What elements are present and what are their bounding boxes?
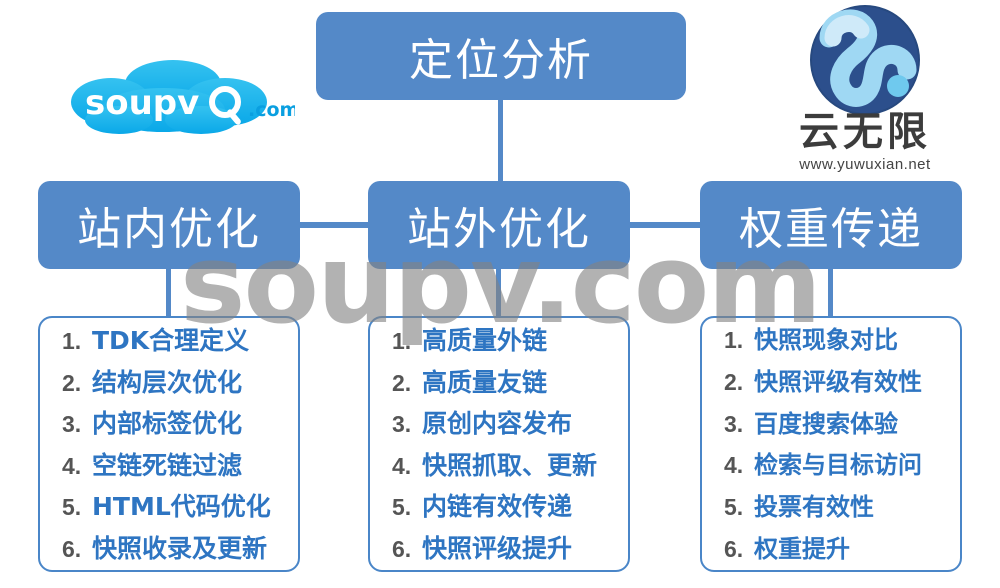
connector-left-to-middle xyxy=(296,222,374,228)
list-item-label: 内部标签优化 xyxy=(92,409,243,439)
yuwuxian-url: www.yuwuxian.net xyxy=(799,156,931,173)
list-item-number: 2. xyxy=(724,368,744,395)
yuwuxian-name: 云无限 xyxy=(799,109,931,155)
list-item[interactable]: 6. 快照评级提升 xyxy=(370,533,628,563)
list-item-number: 5. xyxy=(62,494,82,521)
list-item[interactable]: 2. 高质量友链 xyxy=(370,367,628,397)
list-item-label: 快照收录及更新 xyxy=(92,533,268,563)
list-item-label: 快照现象对比 xyxy=(754,326,898,354)
list-item-number: 2. xyxy=(62,369,82,396)
list-item-number: 5. xyxy=(392,494,412,521)
list-item[interactable]: 5. HTML代码优化 xyxy=(40,492,298,522)
list-item[interactable]: 1. 高质量外链 xyxy=(370,326,628,355)
list-item-label: 快照抓取、更新 xyxy=(422,450,598,480)
list-item[interactable]: 5. 投票有效性 xyxy=(702,493,960,521)
list-item-number: 3. xyxy=(62,411,82,438)
list-item-label: TDK合理定义 xyxy=(92,326,250,355)
connector-middle-to-right xyxy=(626,222,704,228)
list-item-number: 1. xyxy=(62,328,82,354)
connector-title-to-middle xyxy=(498,96,503,186)
list-item-label: 权重提升 xyxy=(754,534,850,563)
category-box-off-site-label: 站外优化 xyxy=(407,205,591,254)
list-item[interactable]: 2. 结构层次优化 xyxy=(40,367,298,397)
list-item-label: 快照评级有效性 xyxy=(754,367,922,396)
connector-cat1-to-list1 xyxy=(166,262,171,320)
list-item-number: 6. xyxy=(392,535,412,562)
list-item-label: 内链有效传递 xyxy=(422,492,573,522)
list-item-label: 原创内容发布 xyxy=(422,409,573,439)
connector-cat3-to-list3 xyxy=(828,262,833,320)
soupv-wordmark: soupv xyxy=(85,83,199,123)
list-item[interactable]: 3. 百度搜索体验 xyxy=(702,409,960,438)
list-item-label: HTML代码优化 xyxy=(92,492,271,522)
list-item-number: 1. xyxy=(392,328,412,354)
list-box-on-site: 1. TDK合理定义 2. 结构层次优化 3. 内部标签优化 4. 空链死链过滤 5. H… xyxy=(38,316,300,572)
list-item-number: 5. xyxy=(724,494,744,520)
list-item-label: 快照评级提升 xyxy=(422,533,573,563)
category-box-off-site[interactable]: 站外优化 xyxy=(368,181,630,269)
list-item-number: 4. xyxy=(724,452,744,479)
list-item-number: 6. xyxy=(724,535,744,562)
connector-cat2-to-list2 xyxy=(496,262,501,320)
list-item-label: 结构层次优化 xyxy=(92,367,243,397)
list-item[interactable]: 3. 内部标签优化 xyxy=(40,409,298,439)
list-item[interactable]: 1. 快照现象对比 xyxy=(702,326,960,354)
list-item[interactable]: 4. 快照抓取、更新 xyxy=(370,450,628,480)
soupv-cloud-icon: soupv .com xyxy=(71,60,299,134)
list-item-number: 2. xyxy=(392,369,412,396)
category-box-on-site-label: 站内优化 xyxy=(77,205,261,254)
list-item[interactable]: 4. 空链死链过滤 xyxy=(40,450,298,480)
list-item[interactable]: 1. TDK合理定义 xyxy=(40,326,298,355)
yuwuxian-logo: 云无限 www.yuwuxian.net xyxy=(750,4,980,179)
list-item-number: 1. xyxy=(724,327,744,353)
title-box-label: 定位分析 xyxy=(409,36,593,85)
list-item-number: 4. xyxy=(392,452,412,479)
list-item-label: 百度搜索体验 xyxy=(754,409,898,438)
category-box-weight-transfer[interactable]: 权重传递 xyxy=(700,181,962,269)
list-item-label: 投票有效性 xyxy=(754,493,874,521)
yuwuxian-mark-icon xyxy=(810,5,920,115)
list-item-label: 高质量友链 xyxy=(422,367,548,397)
title-box[interactable]: 定位分析 xyxy=(316,12,686,100)
list-item[interactable]: 6. 快照收录及更新 xyxy=(40,533,298,563)
list-item-number: 3. xyxy=(392,411,412,438)
soupv-suffix: .com xyxy=(248,99,295,121)
list-item-label: 检索与目标访问 xyxy=(754,451,922,480)
list-box-off-site: 1. 高质量外链 2. 高质量友链 3. 原创内容发布 4. 快照抓取、更新 5. 内链有… xyxy=(368,316,630,572)
list-item-number: 6. xyxy=(62,535,82,562)
soupv-logo: soupv .com xyxy=(55,58,299,148)
list-item-number: 3. xyxy=(724,410,744,437)
category-box-weight-transfer-label: 权重传递 xyxy=(739,205,923,254)
list-item-label: 空链死链过滤 xyxy=(92,450,243,480)
list-item-number: 4. xyxy=(62,452,82,479)
list-box-weight-transfer: 1. 快照现象对比 2. 快照评级有效性 3. 百度搜索体验 4. 检索与目标访问 5.… xyxy=(700,316,962,572)
category-box-on-site[interactable]: 站内优化 xyxy=(38,181,300,269)
list-item[interactable]: 5. 内链有效传递 xyxy=(370,492,628,522)
list-item[interactable]: 4. 检索与目标访问 xyxy=(702,453,960,478)
list-item[interactable]: 6. 权重提升 xyxy=(702,534,960,563)
list-item-label: 高质量外链 xyxy=(422,326,548,355)
list-item[interactable]: 3. 原创内容发布 xyxy=(370,409,628,439)
list-item[interactable]: 2. 快照评级有效性 xyxy=(702,367,960,396)
